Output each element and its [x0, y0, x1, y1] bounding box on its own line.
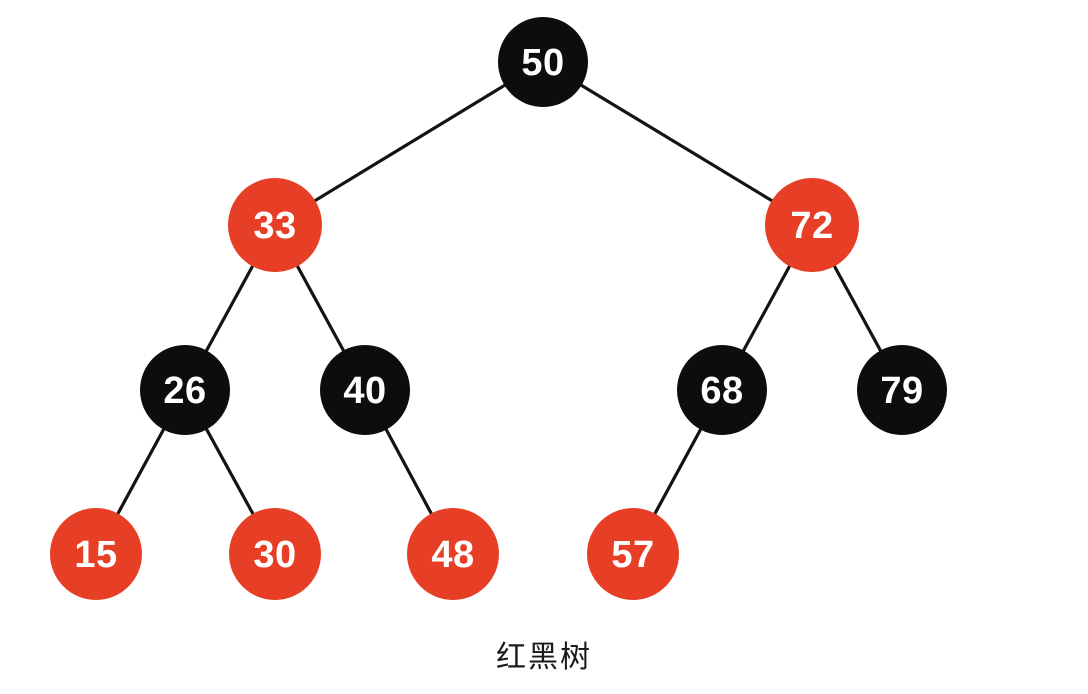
node-circle-68-black: [677, 345, 767, 435]
node-circle-26-black: [140, 345, 230, 435]
tree-node-68[interactable]: 68: [677, 345, 767, 435]
tree-node-79[interactable]: 79: [857, 345, 947, 435]
tree-edge-26-to-30: [202, 422, 258, 521]
tree-node-30[interactable]: 30: [229, 508, 321, 600]
node-label-50: 50: [521, 42, 564, 84]
tree-node-33[interactable]: 33: [228, 178, 322, 272]
node-circle-40-black: [320, 345, 410, 435]
node-label-30: 30: [253, 534, 296, 576]
node-label-79: 79: [880, 370, 923, 412]
node-circle-30-red: [229, 508, 321, 600]
tree-node-57[interactable]: 57: [587, 508, 679, 600]
tree-node-72[interactable]: 72: [765, 178, 859, 272]
tree-node-48[interactable]: 48: [407, 508, 499, 600]
tree-nodes-group: 50 33 72 26 40 68 79 15 30 48 57: [50, 17, 947, 600]
tree-edge-40-to-48: [381, 422, 436, 521]
tree-node-15[interactable]: 15: [50, 508, 142, 600]
tree-node-26[interactable]: 26: [140, 345, 230, 435]
node-circle-79-black: [857, 345, 947, 435]
node-circle-50-black: [498, 17, 588, 107]
node-label-72: 72: [790, 205, 833, 247]
figure-caption: 红黑树: [496, 641, 592, 674]
node-circle-15-red: [50, 508, 142, 600]
tree-edge-72-to-68: [739, 259, 794, 358]
tree-edge-33-to-40: [293, 259, 348, 358]
tree-edge-68-to-57: [650, 422, 705, 521]
node-label-15: 15: [74, 534, 117, 576]
tree-edge-33-to-26: [202, 259, 257, 358]
tree-node-50[interactable]: 50: [498, 17, 588, 107]
tree-edges-group: [113, 80, 885, 521]
node-circle-33-red: [228, 178, 322, 272]
node-circle-72-red: [765, 178, 859, 272]
tree-node-40[interactable]: 40: [320, 345, 410, 435]
tree-edge-72-to-79: [830, 259, 885, 358]
node-label-68: 68: [700, 370, 743, 412]
node-label-33: 33: [253, 205, 296, 247]
node-circle-48-red: [407, 508, 499, 600]
tree-edge-26-to-15: [113, 422, 168, 521]
node-label-48: 48: [431, 534, 474, 576]
node-label-26: 26: [163, 370, 206, 412]
tree-edge-50-to-33: [308, 80, 512, 206]
tree-edge-50-to-72: [574, 80, 779, 206]
node-circle-57-red: [587, 508, 679, 600]
node-label-57: 57: [611, 534, 654, 576]
node-label-40: 40: [343, 370, 386, 412]
